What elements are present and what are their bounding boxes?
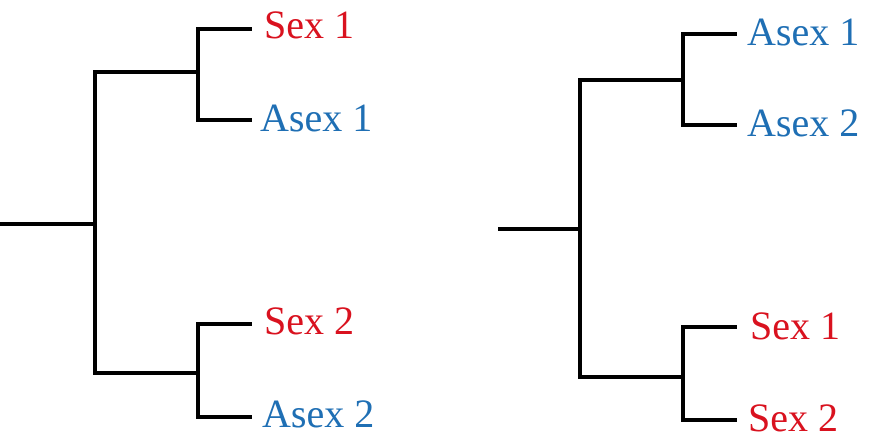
left-tip-label-2: Asex 1 xyxy=(260,95,372,140)
left-tip-label-4: Asex 2 xyxy=(262,391,374,436)
right-tip-label-4: Sex 2 xyxy=(748,395,838,440)
right-tip-label-1: Asex 1 xyxy=(747,9,859,54)
right-tip-label-2: Asex 2 xyxy=(747,100,859,145)
right-tip-label-3: Sex 1 xyxy=(750,303,840,348)
right-tree: Asex 1 Asex 2 Sex 1 Sex 2 xyxy=(498,9,859,440)
left-tip-label-1: Sex 1 xyxy=(264,2,354,47)
left-tip-label-3: Sex 2 xyxy=(264,298,354,343)
left-tree: Sex 1 Asex 1 Sex 2 Asex 2 xyxy=(0,2,374,436)
